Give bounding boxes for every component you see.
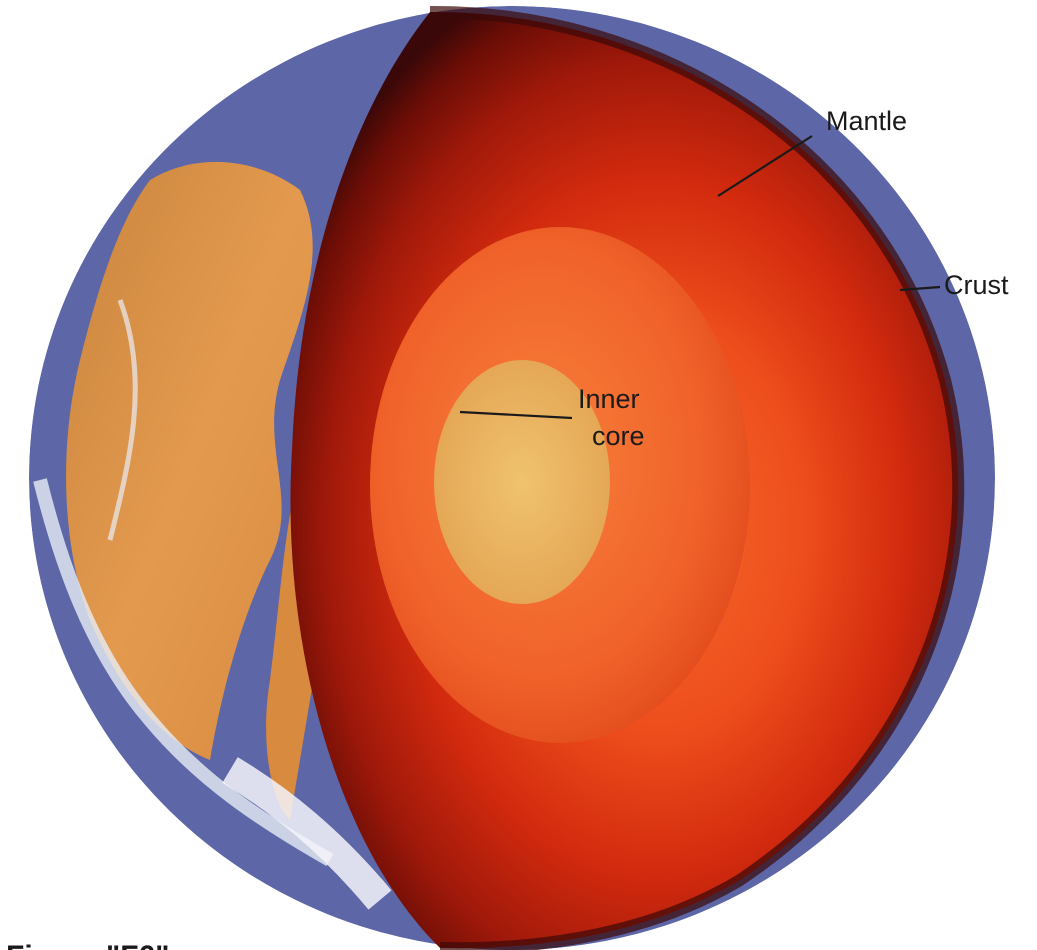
mantle-leader-line <box>717 135 813 197</box>
mantle-label: Mantle <box>826 106 907 136</box>
figure-caption: Figure "F6" <box>6 940 169 950</box>
inner-core <box>434 360 610 604</box>
crust-layer <box>429 5 965 950</box>
continent-africa <box>66 161 313 760</box>
inner-core-leader-line <box>459 410 573 420</box>
cloud-band <box>107 299 138 541</box>
earth-cutaway-interior <box>290 5 965 950</box>
crust-label: Crust <box>944 270 1009 300</box>
inner-core-label-line2: core <box>592 421 645 451</box>
cloud-band <box>222 757 392 910</box>
cloud-band <box>33 478 334 867</box>
inner-core-label-line1: Inner <box>578 384 640 414</box>
crust-leader-line <box>899 285 941 292</box>
